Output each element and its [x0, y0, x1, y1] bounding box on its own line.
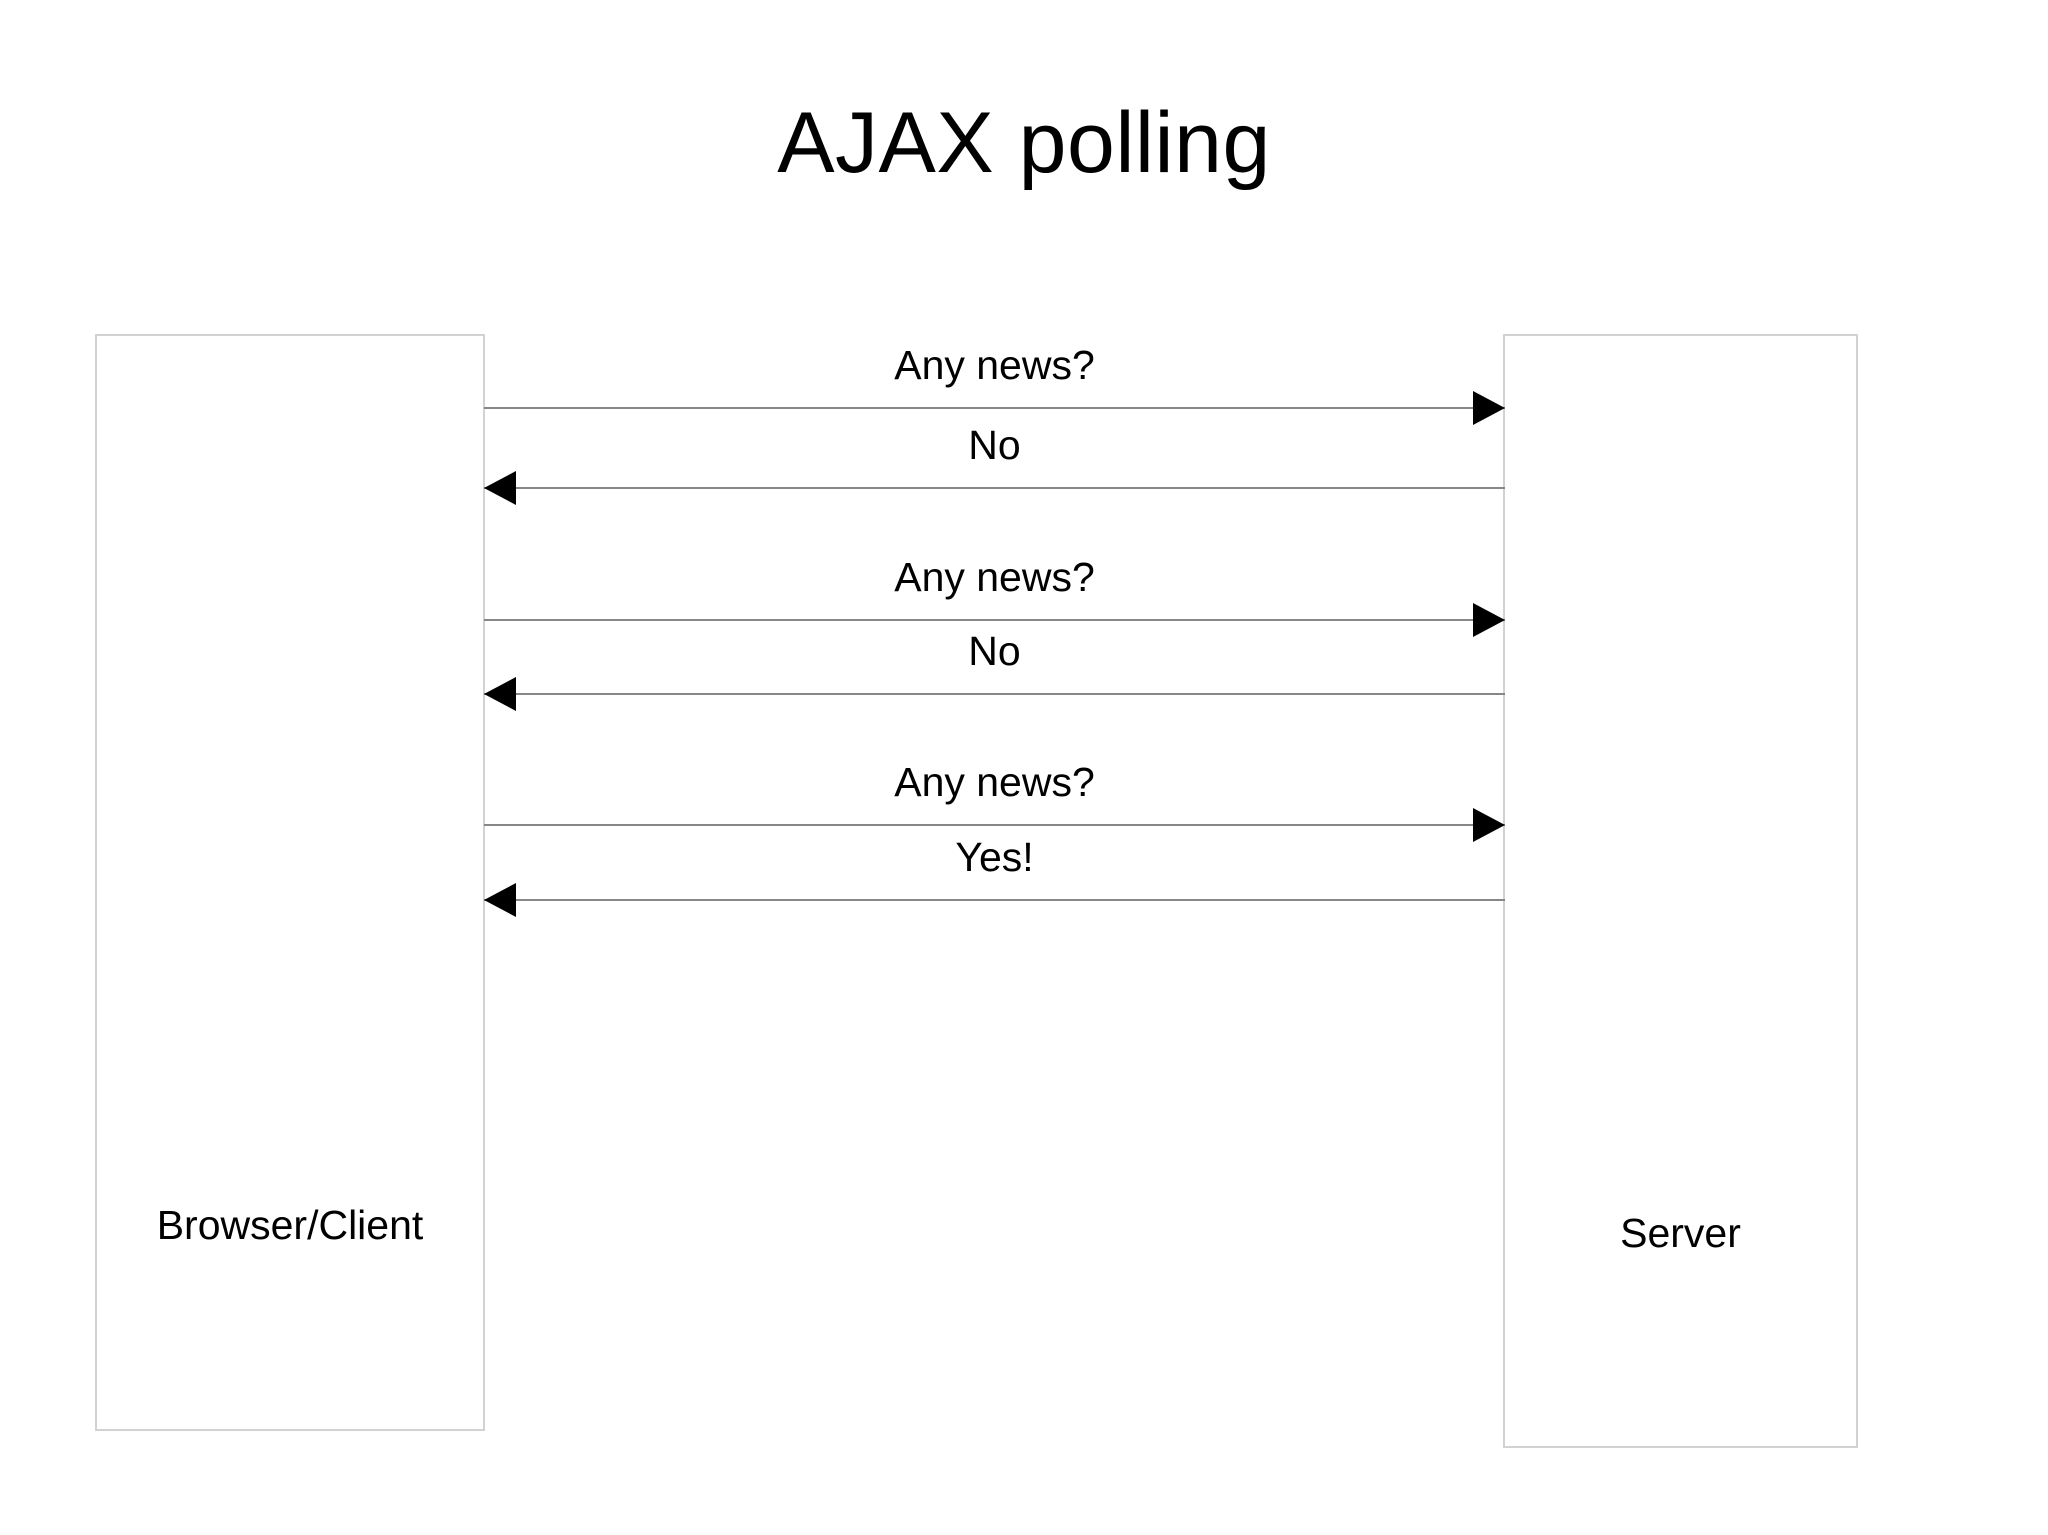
message-label-5: Any news?: [894, 759, 1095, 805]
arrow-line-icon: [484, 693, 1505, 695]
actor-label-client: Browser/Client: [156, 1202, 424, 1248]
arrow-left-icon: [484, 471, 516, 505]
message-label-4: No: [968, 628, 1021, 674]
arrow-line-icon: [484, 619, 1505, 621]
message-label-3: Any news?: [894, 554, 1095, 600]
page-title: AJAX polling: [777, 95, 1271, 191]
message-label-1: Any news?: [894, 342, 1095, 388]
arrow-line-icon: [484, 824, 1505, 826]
arrow-line-icon: [484, 407, 1505, 409]
arrow-line-icon: [484, 487, 1505, 489]
arrow-right-icon: [1473, 808, 1505, 842]
arrow-left-icon: [484, 883, 516, 917]
message-label-6: Yes!: [955, 834, 1034, 880]
arrow-right-icon: [1473, 603, 1505, 637]
arrow-left-icon: [484, 677, 516, 711]
actor-box-server: Server: [1503, 334, 1858, 1448]
actor-box-client: Browser/Client: [95, 334, 485, 1431]
actor-label-server: Server: [1620, 1210, 1741, 1256]
arrow-right-icon: [1473, 391, 1505, 425]
arrow-line-icon: [484, 899, 1505, 901]
message-label-2: No: [968, 422, 1021, 468]
